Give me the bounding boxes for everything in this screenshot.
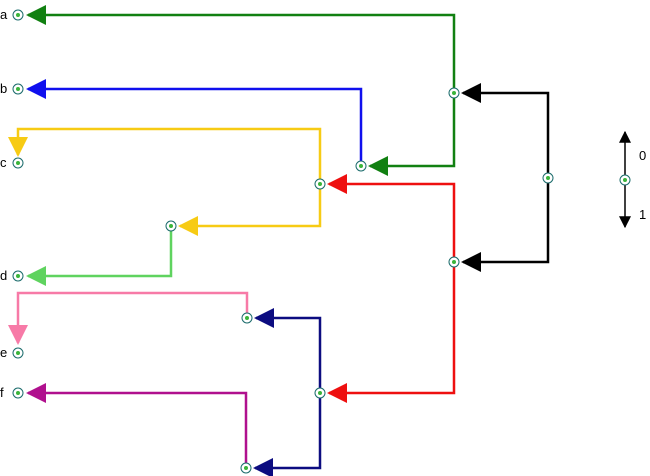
legend-bottom-label: 1 — [639, 207, 646, 222]
leaf-label-d: d — [0, 268, 7, 283]
internal-node-e — [241, 312, 253, 324]
leaf-label-f: f — [0, 385, 4, 400]
internal-node-ef — [314, 387, 326, 399]
edge-to-f-node — [253, 393, 322, 476]
edge-to-ef-node — [327, 262, 456, 403]
internal-node-f — [240, 462, 252, 474]
leaf-node-e — [12, 347, 24, 359]
leaf-node-d — [12, 270, 24, 282]
edge-root-to-upper — [461, 83, 550, 178]
leaf-node-c — [12, 157, 24, 169]
leaf-label-e: e — [0, 345, 7, 360]
internal-node-lower — [448, 256, 460, 268]
leaf-node-a — [12, 9, 24, 21]
leaf-label-a: a — [0, 7, 8, 22]
edge-to-c — [8, 127, 322, 184]
edge-root-to-lower — [461, 178, 550, 272]
edge-to-e-node — [254, 308, 322, 393]
leaf-node-f — [12, 387, 24, 399]
internal-node-cd — [314, 178, 326, 190]
internal-node-ab — [448, 87, 460, 99]
edge-to-d-node — [178, 184, 322, 236]
leaf-label-b: b — [0, 81, 7, 96]
edge-to-e — [8, 291, 249, 345]
internal-node-bc — [355, 160, 367, 172]
edge-to-cd-node — [327, 174, 456, 262]
tree-edges — [8, 5, 550, 476]
internal-node-d — [165, 220, 177, 232]
edge-to-f — [26, 383, 248, 468]
edge-to-a — [26, 5, 456, 93]
leaf-node-b — [12, 83, 24, 95]
edge-to-bc-node — [368, 93, 456, 176]
legend-top-label: 0 — [639, 148, 646, 163]
edge-to-b — [26, 79, 363, 166]
root-node — [542, 172, 554, 184]
edge-to-d — [26, 226, 173, 286]
leaf-labels: a b c d e f — [0, 7, 8, 400]
legend-node — [619, 174, 631, 186]
leaf-label-c: c — [0, 155, 7, 170]
tree-nodes — [12, 9, 631, 474]
